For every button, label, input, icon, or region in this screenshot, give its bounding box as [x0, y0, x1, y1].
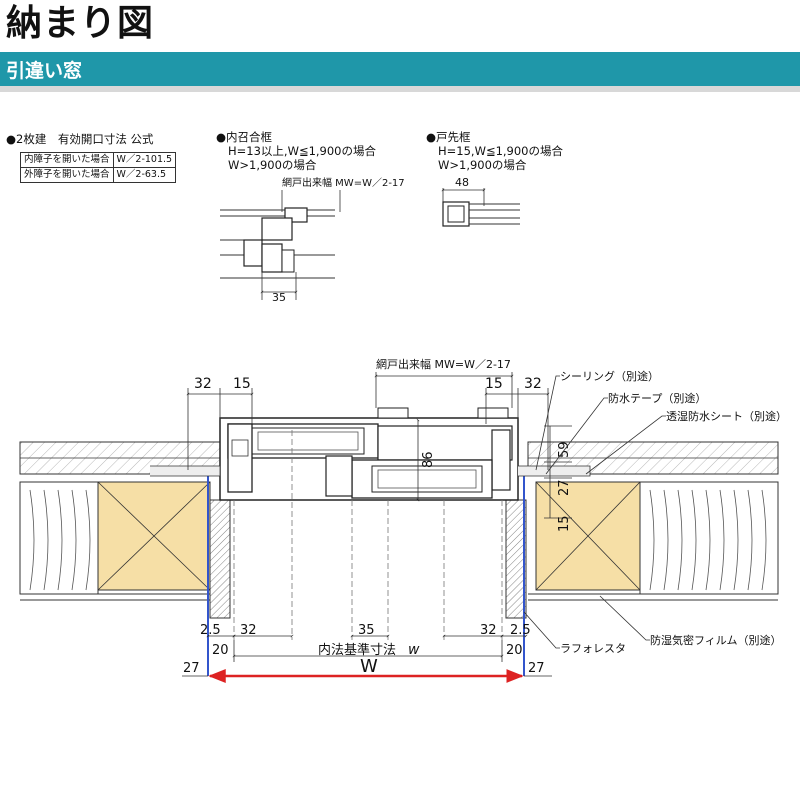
dim-right-15: 15: [557, 515, 572, 532]
stile-dim: 48: [455, 176, 469, 189]
meeting-rail-detail: 網戸出来幅 MW=W／2-17 35: [220, 176, 405, 304]
dim-right-27b: 27: [528, 661, 545, 676]
meeting-rail-dim: 35: [272, 291, 286, 304]
leader-waterproof-tape: [545, 397, 608, 475]
formula-label: 外障子を開いた場合: [20, 167, 114, 183]
dim-top-right-15: 15: [485, 376, 503, 392]
main-section: 網戸出来幅 MW=W／2-17 32 15 15 32 86 59 27 15 …: [19, 357, 787, 683]
subtitle: 引違い窓: [6, 60, 83, 82]
formula-heading: ●2枚建 有効開口寸法 公式: [6, 132, 154, 146]
dim-bottom-left-25: 2.5: [200, 623, 221, 638]
formula-value: W／2-63.5: [112, 167, 177, 183]
dim-bottom-center-35: 35: [358, 623, 375, 638]
dim-top-right-32: 32: [524, 376, 542, 392]
dim-bottom-right-32: 32: [480, 623, 497, 638]
leader-sealing: [535, 375, 560, 471]
leader-lath: [523, 611, 560, 649]
dim-top-left-15: 15: [233, 376, 251, 392]
stile-detail: 48: [441, 176, 520, 227]
callout-sealing: シーリング（別途）: [560, 369, 659, 383]
stile-heading: ●戸先框: [426, 130, 471, 144]
leader-breathable-sheet: [585, 415, 666, 475]
dim-top-left-32: 32: [194, 376, 212, 392]
callout-vapor-film: 防湿気密フィルム（別途）: [650, 633, 782, 647]
dim-bottom-left-32: 32: [240, 623, 257, 638]
window-frame: [219, 417, 519, 501]
callout-waterproof-tape: 防水テープ（別途）: [608, 391, 706, 405]
dim-inner-width-label: 内法基準寸法: [318, 642, 396, 658]
main-screen-width: 網戸出来幅 MW=W／2-17: [376, 357, 511, 371]
formula-row: 外障子を開いた場合 W／2-63.5: [20, 167, 177, 183]
stile-line2: W>1,900の場合: [438, 158, 527, 172]
meeting-rail-screen-width: 網戸出来幅 MW=W／2-17: [282, 176, 405, 189]
dim-right-27: 27: [557, 479, 572, 496]
callout-lath: ラフォレスタ: [560, 642, 626, 655]
casing-left: [209, 499, 231, 619]
subtitle-stripe: [0, 86, 800, 92]
meeting-rail-heading: ●内召合框: [216, 130, 273, 144]
dim-bottom-right-25: 2.5: [510, 623, 531, 638]
dim-depth-86: 86: [421, 451, 436, 468]
dim-overall-w: W: [360, 656, 378, 677]
subtitle-bar: 引違い窓: [0, 52, 800, 92]
meeting-rail-line1: H=13以上,W≦1,900の場合: [228, 144, 377, 158]
insulation-left: [19, 481, 99, 595]
dim-inner-width-symbol: w: [408, 642, 420, 658]
callout-breathable-sheet: 透湿防水シート（別途）: [666, 409, 787, 423]
stile-line1: H=15,W≦1,900の場合: [438, 144, 564, 158]
dim-right-20: 20: [506, 643, 523, 658]
meeting-rail-line2: W>1,900の場合: [228, 158, 317, 172]
formula-table: 内障子を開いた場合 W／2-101.5 外障子を開いた場合 W／2-63.5: [20, 152, 177, 183]
leader-vapor-film: [599, 595, 650, 641]
dim-left-20: 20: [212, 643, 229, 658]
insulation-right: [639, 481, 779, 595]
dim-left-27: 27: [183, 661, 200, 676]
page-title: 納まり図: [6, 3, 155, 44]
